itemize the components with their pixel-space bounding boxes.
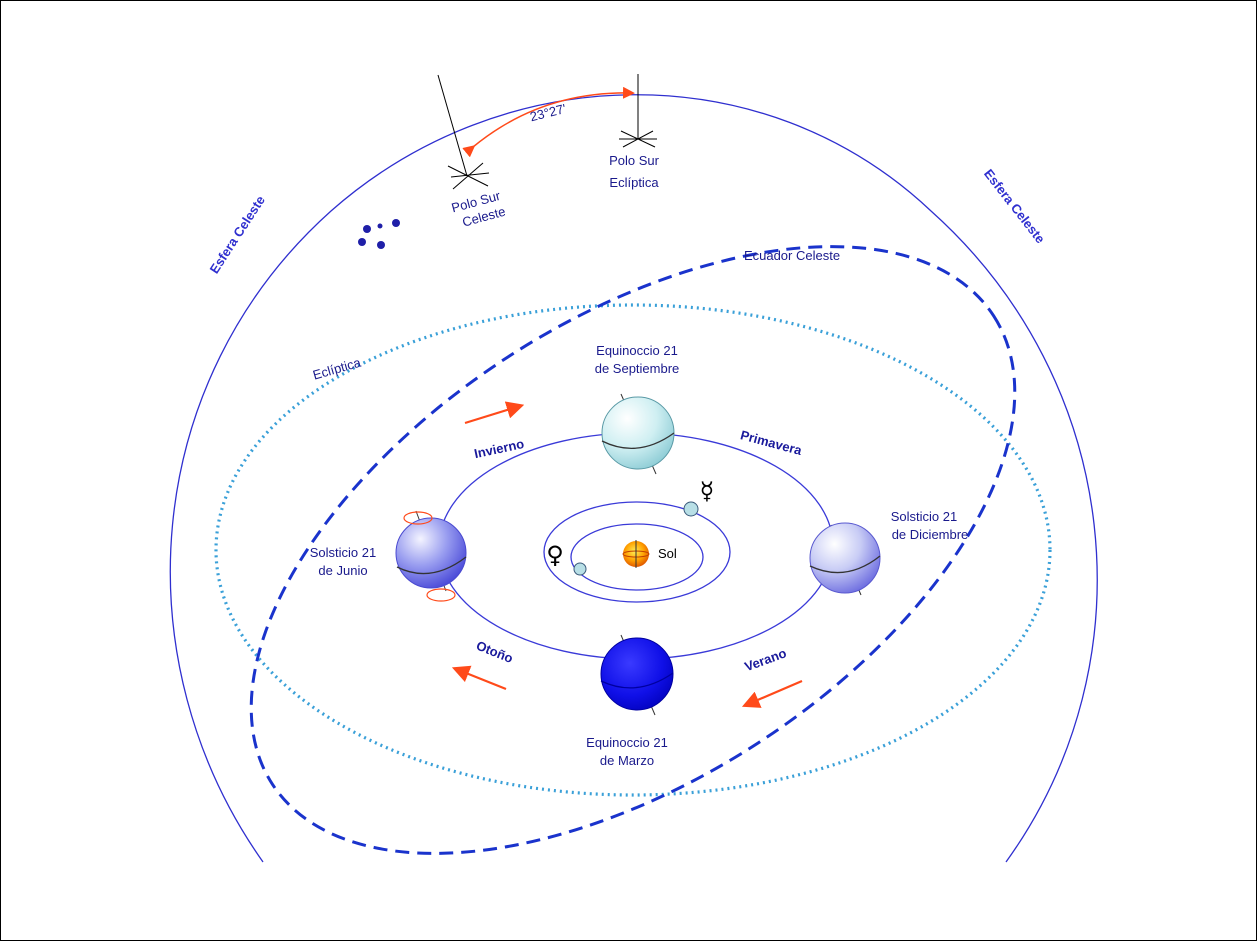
solstice-june-label-line2: de Junio	[318, 563, 367, 578]
south-ecliptic-pole-marker	[619, 74, 657, 148]
mercury-orbit	[543, 501, 731, 603]
equinox-march-label-line2: de Marzo	[600, 753, 654, 768]
ecliptic-orbit	[214, 303, 1052, 797]
season-autumn-label: Otoño	[474, 638, 515, 666]
earth-icon-december	[809, 522, 881, 596]
earth-icon-june	[395, 510, 467, 602]
celestial-equator-label: Ecuador Celeste	[744, 248, 840, 263]
season-summer-label: Verano	[743, 645, 789, 674]
sun-icon	[622, 540, 650, 568]
celestial-sphere-outline	[169, 94, 1098, 863]
ecliptic-label: Eclíptica	[311, 354, 363, 382]
venus-symbol-icon: ♀	[546, 541, 564, 569]
equinox-march-label-line1: Equinoccio 21	[586, 735, 668, 750]
earth-icon-september	[601, 393, 675, 475]
solstice-december-label-line1: Solsticio 21	[891, 509, 957, 524]
solstice-june-label-line1: Solsticio 21	[310, 545, 376, 560]
season-winter-label: Invierno	[473, 436, 526, 461]
south-ecliptic-pole-label-line1: Polo Sur	[609, 153, 660, 168]
orbit-direction-arrow-icon	[741, 679, 803, 708]
celestial-equator	[249, 245, 1017, 855]
south-celestial-pole-marker	[437, 74, 490, 190]
venus-orbit	[570, 523, 704, 591]
equinox-september-label-line2: de Septiembre	[595, 361, 680, 376]
venus-planet	[573, 562, 587, 576]
star-cluster-icon	[358, 219, 400, 249]
mercury-planet	[683, 501, 699, 517]
sun-label: Sol	[658, 546, 677, 561]
orbit-direction-arrow-icon	[464, 401, 525, 425]
angle-arc-arrow	[462, 86, 635, 158]
angle-label: 23°27'	[528, 101, 567, 124]
celestial-sphere-label-right: Esfera Celeste	[981, 166, 1048, 246]
mercury-symbol-icon: ☿	[700, 477, 715, 505]
earth-icon-march	[600, 634, 674, 716]
celestial-sphere-label-left: Esfera Celeste	[207, 193, 268, 276]
orbit-direction-arrow-icon	[451, 665, 507, 691]
solstice-december-label-line2: de Diciembre	[892, 527, 969, 542]
south-ecliptic-pole-label-line2: Eclíptica	[609, 175, 659, 190]
equinox-september-label-line1: Equinoccio 21	[596, 343, 678, 358]
